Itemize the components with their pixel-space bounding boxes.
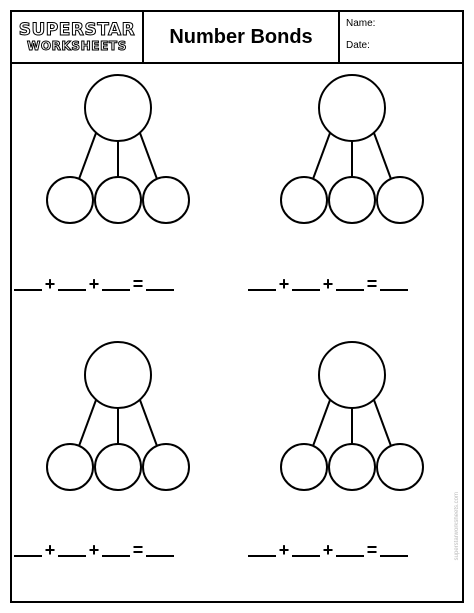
plus-sign: + <box>89 540 100 560</box>
brand-logo: SUPERSTAR WORKSHEETS <box>12 12 144 62</box>
plus-sign: + <box>279 274 290 294</box>
plus-sign: + <box>89 274 100 294</box>
bond-connector <box>78 399 97 447</box>
bond-part-circle <box>376 443 424 491</box>
bond-part-circle <box>376 176 424 224</box>
date-field-label: Date: <box>346 40 370 51</box>
bond-part-circle <box>280 443 328 491</box>
logo-line-2: WORKSHEETS <box>27 39 127 53</box>
bond-part-circle <box>46 443 94 491</box>
bond-connector <box>78 132 97 180</box>
bond-part-circle <box>94 443 142 491</box>
plus-sign: + <box>323 274 334 294</box>
bond-part-circle <box>328 176 376 224</box>
bond-connector <box>373 132 392 180</box>
bond-connector <box>139 399 158 447</box>
equals-sign: = <box>367 274 378 294</box>
worksheet-header: SUPERSTAR WORKSHEETS Number Bonds Name: … <box>12 12 462 64</box>
bond-part-circle <box>280 176 328 224</box>
bond-whole-circle <box>318 341 386 409</box>
bond-whole-circle <box>318 74 386 142</box>
equals-sign: = <box>133 540 144 560</box>
student-fields: Name: Date: <box>340 12 462 62</box>
bond-connector <box>312 399 331 447</box>
plus-sign: + <box>279 540 290 560</box>
bond-whole-circle <box>84 74 152 142</box>
equals-sign: = <box>133 274 144 294</box>
bond-connector <box>139 132 158 180</box>
bond-part-circle <box>94 176 142 224</box>
equals-sign: = <box>367 540 378 560</box>
name-field-label: Name: <box>346 18 376 29</box>
bond-part-circle <box>46 176 94 224</box>
plus-sign: + <box>323 540 334 560</box>
worksheet-page: SUPERSTAR WORKSHEETS Number Bonds Name: … <box>10 10 464 603</box>
bond-whole-circle <box>84 341 152 409</box>
logo-line-1: SUPERSTAR <box>18 20 136 40</box>
bond-part-circle <box>142 443 190 491</box>
worksheet-title: Number Bonds <box>144 12 340 62</box>
plus-sign: + <box>45 274 56 294</box>
bond-part-circle <box>142 176 190 224</box>
bond-part-circle <box>328 443 376 491</box>
bond-connector <box>312 132 331 180</box>
bond-connector <box>373 399 392 447</box>
plus-sign: + <box>45 540 56 560</box>
